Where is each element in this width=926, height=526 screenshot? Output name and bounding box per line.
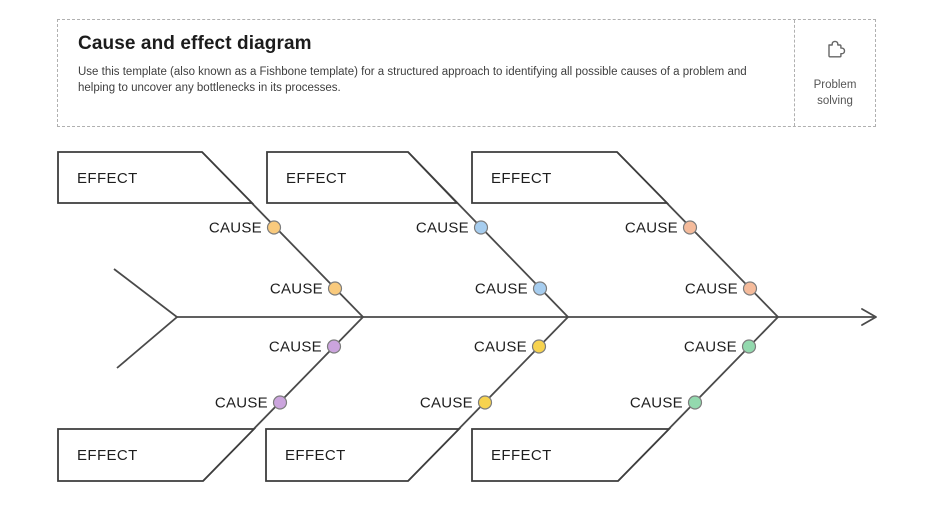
effect-label: EFFECT <box>491 447 552 464</box>
cause-label: CAUSE <box>209 220 262 237</box>
cause-dot <box>327 281 343 296</box>
category-tag-problem-solving[interactable]: Problem solving <box>794 20 875 126</box>
cause-label: CAUSE <box>684 339 737 356</box>
effect-box-bottom-1 <box>57 428 257 482</box>
effect-box-top-3 <box>471 151 670 204</box>
cause-label: CAUSE <box>416 220 469 237</box>
effect-label: EFFECT <box>285 447 346 464</box>
cause-label: CAUSE <box>420 395 473 412</box>
cause-dot <box>272 395 288 410</box>
cause-dot <box>687 395 703 410</box>
cause-label: CAUSE <box>215 395 268 412</box>
puzzle-icon <box>823 36 847 65</box>
cause-dot <box>473 220 489 235</box>
cause-label: CAUSE <box>625 220 678 237</box>
cause-dot <box>741 339 757 354</box>
cause-dot <box>742 281 758 296</box>
cause-label: CAUSE <box>269 339 322 356</box>
cause-dot <box>477 395 493 410</box>
arrowhead-icon <box>861 308 877 326</box>
effect-label: EFFECT <box>491 170 552 187</box>
cause-label: CAUSE <box>630 395 683 412</box>
effect-label: EFFECT <box>77 170 138 187</box>
cause-dot <box>532 281 548 296</box>
effect-box-bottom-2 <box>265 428 462 482</box>
template-header-card: Cause and effect diagram Use this templa… <box>57 19 876 127</box>
cause-label: CAUSE <box>474 339 527 356</box>
fish-head <box>113 268 179 369</box>
cause-label: CAUSE <box>475 281 528 298</box>
template-header-main: Cause and effect diagram Use this templa… <box>58 20 794 126</box>
effect-label: EFFECT <box>286 170 347 187</box>
cause-dot <box>266 220 282 235</box>
cause-dot <box>531 339 547 354</box>
category-label: Problem solving <box>813 79 857 107</box>
cause-dot <box>326 339 342 354</box>
effect-label: EFFECT <box>77 447 138 464</box>
template-description: Use this template (also known as a Fishb… <box>78 66 747 95</box>
effect-box-bottom-3 <box>471 428 672 482</box>
effect-box-top-2 <box>266 151 460 204</box>
cause-dot <box>682 220 698 235</box>
cause-label: CAUSE <box>270 281 323 298</box>
effect-box-top-1 <box>57 151 255 204</box>
page-title: Cause and effect diagram <box>78 33 312 54</box>
cause-label: CAUSE <box>685 281 738 298</box>
